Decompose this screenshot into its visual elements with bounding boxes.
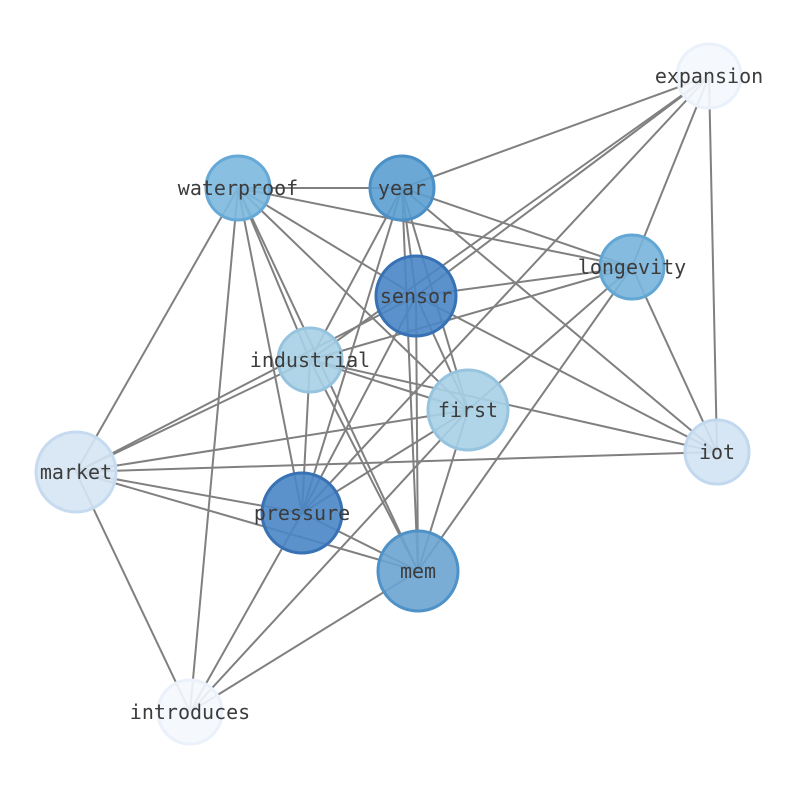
edge-expansion-sensor [415,75,710,297]
edge-year-longevity [401,187,633,268]
node-market [34,430,118,514]
node-introduces [156,678,224,746]
edge-expansion-year [401,75,710,189]
edge-market-introduces [75,471,191,713]
edge-longevity-industrial [309,266,633,361]
edge-waterproof-longevity [237,187,633,268]
labels: expansion waterproof year longevity sensor in… [40,64,763,724]
node-longevity [598,233,666,301]
edge-year-iot [401,187,718,453]
node-sensor [374,254,458,338]
edge-year-mem [401,187,419,572]
edge-first-market [75,409,469,473]
node-label-mem: mem [400,559,436,583]
edge-expansion-industrial [309,75,710,361]
node-label-expansion: expansion [655,64,763,88]
edge-waterproof-market [75,187,239,473]
edge-industrial-iot [309,359,718,453]
edge-sensor-mem [415,295,419,572]
node-label-iot: iot [699,440,735,464]
node-waterproof [204,154,272,222]
edge-expansion-iot [708,75,718,453]
edge-longevity-iot [631,266,718,453]
edge-waterproof-pressure [237,187,303,514]
node-first [426,368,510,452]
node-label-pressure: pressure [254,501,350,525]
edge-industrial-market [75,359,311,473]
edge-iot-market [75,451,718,473]
node-expansion [675,42,743,110]
edge-mem-introduces [189,570,419,713]
node-label-year: year [378,176,426,200]
node-mem [376,529,460,613]
edge-expansion-longevity [631,75,710,268]
edge-market-mem [75,471,419,572]
edge-sensor-market [75,295,417,473]
edge-waterproof-first [237,187,469,411]
node-label-sensor: sensor [380,284,452,308]
node-pressure [260,471,344,555]
node-year [368,154,436,222]
node-label-waterproof: waterproof [178,176,298,200]
node-label-first: first [438,398,498,422]
node-label-longevity: longevity [578,255,686,279]
node-label-industrial: industrial [250,348,370,372]
node-label-introduces: introduces [130,700,250,724]
nodes [34,42,751,746]
edge-year-pressure [301,187,403,514]
edge-longevity-mem [417,266,633,572]
edge-expansion-pressure [301,75,710,514]
node-industrial [276,326,344,394]
edge-sensor-iot [415,295,718,453]
node-label-market: market [40,460,112,484]
node-iot [683,418,751,486]
